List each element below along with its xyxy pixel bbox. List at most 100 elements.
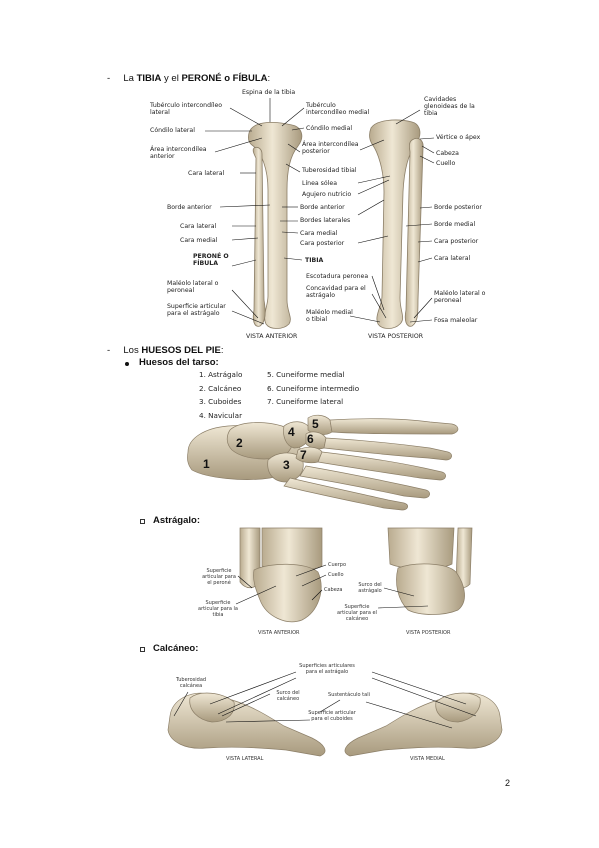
calcaneo-medial-talus	[435, 692, 481, 723]
label-agujero-nutricio: Agujero nutricio	[302, 191, 352, 198]
astragalo-view-posterior: VISTA POSTERIOR	[406, 630, 451, 636]
calcaneo-title-text: Calcáneo:	[153, 643, 199, 654]
label-maleolo-lateral-posterior: Maléolo lateral o peroneal	[434, 290, 486, 304]
label-cabeza-fibula: Cabeza	[436, 150, 459, 157]
fibula-posterior-bone	[404, 138, 424, 327]
tarsus-number-3: 3	[283, 458, 290, 472]
label-cara-lateral-tibia: Cara lateral	[188, 170, 225, 177]
label-fosa-maleolar: Fosa maleolar	[434, 317, 478, 324]
tarsus-list-col1: 1. Astrágalo 2. Calcáneo 3. Cuboides 4. …	[199, 368, 242, 422]
section2-dash: -	[107, 345, 111, 356]
astragalo-label-cabeza: Cabeza	[324, 587, 343, 593]
tarsus-number-4: 4	[288, 425, 295, 439]
astragalo-title-text: Astrágalo:	[153, 515, 200, 526]
label-cuello-fibula: Cuello	[436, 160, 456, 167]
calcaneo-leader-lines	[173, 671, 477, 729]
label-maleolo-medial: Maléolo medial o tibial	[306, 309, 353, 323]
label-condilo-medial: Cóndilo medial	[306, 125, 353, 132]
astragalo-view-anterior: VISTA ANTERIOR	[258, 630, 300, 636]
tarsus-title-text: Huesos del tarso:	[139, 357, 219, 368]
section1-prefix: La	[123, 73, 137, 84]
section2-heading: - Los HUESOS DEL PIE:	[107, 345, 224, 356]
label-cara-medial-tibia: Cara medial	[300, 230, 338, 237]
tarsus-item-1: 1. Astrágalo	[199, 370, 243, 379]
label-vertice-apex: Vértice o ápex	[436, 134, 481, 141]
tarsus-item-7: 7. Cuneiforme lateral	[267, 397, 344, 406]
calcaneo-title: Calcáneo:	[153, 643, 198, 654]
astragalo-label-surco: Surco del astrágalo	[358, 582, 382, 594]
tarsus-title: Huesos del tarso:	[139, 357, 219, 368]
astragalo-label-sup-perone: Superficie articular para el peroné	[202, 568, 236, 586]
tarsus-number-7: 7	[300, 448, 307, 462]
label-borde-anterior-fibula: Borde anterior	[167, 204, 212, 211]
tarsus-number-1: 1	[203, 457, 210, 471]
astragalo-label-sup-tibia: Superficie articular para la tibia	[198, 600, 238, 618]
cuboid-shape	[267, 452, 304, 483]
label-tuberculo-medial: Tubérculo intercondíleo medial	[306, 102, 370, 116]
label-cara-medial-fibula: Cara medial	[180, 237, 218, 244]
section2-prefix: Los	[123, 345, 142, 356]
astragalo-label-cuello: Cuello	[328, 572, 344, 578]
leg-view-posterior-caption: VISTA POSTERIOR	[368, 333, 423, 340]
label-linea-solea: Línea sólea	[302, 180, 337, 187]
calcaneo-lateral-talus	[189, 692, 235, 723]
label-tuberosidad-tibial: Tuberosidad tibial	[302, 167, 357, 174]
section2-bold: HUESOS DEL PIE	[141, 345, 221, 356]
label-cara-posterior-tibia: Cara posterior	[300, 240, 345, 247]
calcaneo-view-medial: VISTA MEDIAL	[410, 756, 445, 762]
fibula-anterior-bone	[252, 146, 266, 327]
label-concavidad-astragalo: Concavidad para el astrágalo	[306, 285, 366, 299]
metatarsal-1-shape	[329, 418, 459, 435]
tarsus-list-col2: 5. Cuneiforme medial 6. Cuneiforme inter…	[267, 368, 359, 409]
label-perone: PERONÉ O FÍBULA	[193, 253, 229, 267]
section1-suffix: :	[267, 73, 271, 84]
metatarsal-5-shape	[283, 477, 408, 511]
astragalo-bullet	[140, 519, 145, 524]
metatarsal-4-shape	[299, 465, 430, 499]
leader-lines-anterior	[205, 98, 305, 325]
label-borde-anterior-tibia: Borde anterior	[300, 204, 345, 211]
label-borde-posterior: Borde posterior	[434, 204, 482, 211]
label-cavidades-glenoideas: Cavidades glenoideas de la tibia	[424, 96, 475, 117]
astragalo-posterior-talus	[396, 563, 465, 615]
section2-suffix: :	[220, 345, 224, 356]
section1-heading: - La TIBIA y el PERONÉ o FÍBULA:	[107, 73, 270, 84]
calcaneo-label-tuberosidad: Tuberosidad calcánea	[175, 677, 207, 689]
label-borde-medial: Borde medial	[434, 221, 476, 228]
label-area-intercondilea-anterior: Área intercondílea anterior	[150, 146, 207, 160]
calcaneo-label-sup-cuboides: Superficie articular para el cuboides	[308, 710, 356, 722]
calcaneo-label-surco: Surco del calcáneo	[276, 690, 300, 702]
calcaneo-bullet	[140, 647, 145, 652]
label-area-intercondilea-posterior: Área intercondílea posterior	[302, 141, 359, 155]
metatarsal-3-shape	[317, 451, 446, 481]
section1-dash: -	[107, 73, 111, 84]
tarsus-number-2: 2	[236, 436, 243, 450]
label-escotadura-peronea: Escotadura peronea	[306, 273, 369, 280]
leg-view-anterior-caption: VISTA ANTERIOR	[246, 333, 298, 340]
section1-perone: PERONÉ o FÍBULA	[181, 73, 268, 84]
tarsus-bullet	[125, 362, 129, 366]
label-superficie-articular-astragalo: Superficie articular para el astrágalo	[167, 303, 226, 317]
astragalo-anterior-talus	[253, 563, 322, 623]
astragalo-title: Astrágalo:	[153, 515, 200, 526]
metatarsal-2-shape	[323, 437, 452, 461]
label-cara-posterior-fibula: Cara posterior	[434, 238, 479, 245]
tarsus-item-4: 4. Navicular	[199, 410, 243, 420]
section1-mid: y el	[161, 73, 182, 84]
leader-lines-posterior	[349, 109, 435, 323]
label-espina-tibia: Espina de la tibia	[242, 89, 296, 96]
label-maleolo-lateral-anterior: Maléolo lateral o peroneal	[167, 280, 219, 294]
tarsus-number-6: 6	[307, 432, 314, 446]
label-condilo-lateral: Cóndilo lateral	[150, 127, 195, 134]
tarsus-item-6: 6. Cuneiforme intermedio	[267, 383, 360, 393]
tibia-posterior-bone	[369, 119, 421, 329]
tarsus-item-2: 2. Calcáneo	[199, 383, 242, 393]
tarsus-item-3: 3. Cuboides	[199, 397, 242, 406]
label-cara-lateral-fibula: Cara lateral	[180, 223, 217, 230]
astragalo-label-sup-calcaneo: Superficie articular para el calcáneo	[337, 604, 377, 622]
section1-tibia: TIBIA	[136, 73, 162, 84]
calcaneo-view-lateral: VISTA LATERAL	[226, 756, 264, 762]
